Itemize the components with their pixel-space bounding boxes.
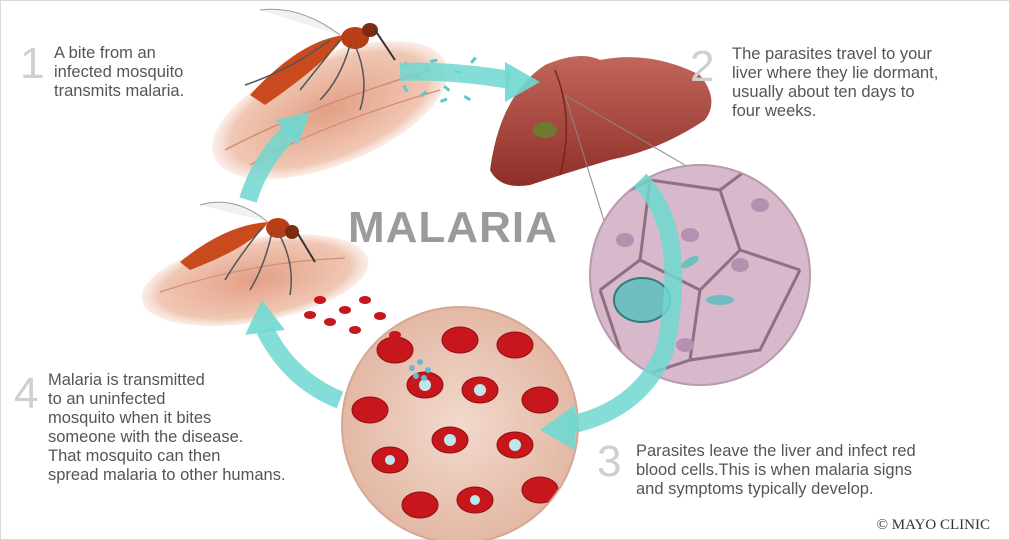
step-3-line: Parasites leave the liver and infect red <box>636 442 916 460</box>
step-3-line: blood cells.This is when malaria signs <box>636 461 913 479</box>
arrow-liver-to-blood <box>567 173 683 434</box>
step-2-line: four weeks. <box>732 102 817 120</box>
liver <box>490 56 712 186</box>
arrow-blood-to-mosquito <box>256 325 344 409</box>
copyright-credit: © MAYO CLINIC <box>876 517 990 533</box>
step-4-line: someone with the disease. <box>48 428 244 446</box>
step-1-line: transmits malaria. <box>54 82 185 100</box>
step-4-line: to an uninfected <box>48 390 166 408</box>
step-3-number: 3 <box>597 437 622 486</box>
liver-cells-magnified <box>589 164 811 386</box>
arrow-mosquito-to-liver <box>399 62 512 89</box>
step-4-line: Malaria is transmitted <box>48 371 205 389</box>
step-2-number: 2 <box>690 42 715 91</box>
step-4-description: Malaria is transmitted to an uninfected … <box>48 371 286 485</box>
step-2-line: liver where they lie dormant, <box>732 64 939 82</box>
step-4-line: spread malaria to other humans. <box>48 466 286 484</box>
step-1-line: A bite from an <box>54 44 156 62</box>
step-4-line: That mosquito can then <box>48 447 221 465</box>
step-2-line: usually about ten days to <box>732 83 915 101</box>
step-1-description: A bite from an infected mosquito transmi… <box>54 44 184 101</box>
step-4-line: mosquito when it bites <box>48 409 212 427</box>
mosquito-top <box>244 8 396 111</box>
mosquito-bottom <box>180 201 316 296</box>
cycle-arrows <box>239 62 683 434</box>
step-2-description: The parasites travel to your liver where… <box>732 45 938 121</box>
free-red-blood-cells <box>304 296 401 339</box>
step-1-number: 1 <box>20 39 45 88</box>
step-1-line: infected mosquito <box>54 63 184 81</box>
diagram-title: MALARIA <box>348 203 558 252</box>
step-3-line: and symptoms typically develop. <box>636 480 874 498</box>
step-4-number: 4 <box>14 369 39 418</box>
arrow-heads <box>245 62 575 450</box>
red-blood-cells-magnified <box>341 306 579 540</box>
step-2-line: The parasites travel to your <box>732 45 932 63</box>
magnification-lines <box>564 94 691 241</box>
arrow-mosquito-to-mosquito <box>239 123 299 203</box>
step-3-description: Parasites leave the liver and infect red… <box>636 442 916 499</box>
